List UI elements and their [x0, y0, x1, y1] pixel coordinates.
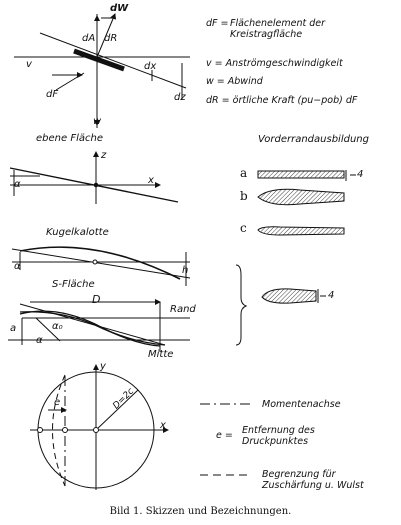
label-alpha: α: [14, 179, 21, 190]
s-profile-upper: [19, 311, 166, 346]
label-y: y: [100, 361, 106, 372]
kugelkalotte-figure: [11, 246, 191, 286]
vorderrand-dim: 4: [357, 169, 364, 180]
origin-dot: [93, 182, 99, 188]
label-e: e: [54, 397, 61, 408]
label-dR: dR: [104, 33, 118, 44]
legend-e-symbol: e =: [216, 430, 233, 441]
vorderrand-c: c: [240, 221, 247, 235]
label-mitte: Mitte: [148, 349, 174, 360]
label-alpha-s: α: [36, 335, 43, 346]
label-rand: Rand: [170, 304, 196, 315]
label-x-circle: x: [160, 420, 166, 431]
label-dz: dz: [174, 92, 186, 103]
profile-a: [257, 170, 345, 179]
label-dx: dx: [144, 61, 157, 72]
legend-begrenzung-2: Zuschärfung u. Wulst: [262, 480, 364, 491]
label-x: x: [148, 175, 154, 186]
s-profile-lower: [19, 310, 161, 347]
vorderrand-profiles: [257, 170, 356, 236]
label-alpha0: α₀: [52, 321, 63, 332]
legend-lines: [200, 403, 252, 476]
point-left: [37, 427, 43, 433]
inclined-chord: [11, 248, 191, 279]
vorderrand-b: b: [240, 189, 248, 203]
legend-w-def: w = Abwind: [206, 76, 263, 87]
label-z: z: [101, 150, 107, 161]
plate-element: [73, 48, 125, 72]
legend-v-def: v = Anströmgeschwindigkeit: [206, 58, 343, 69]
wulst-dim: 4: [328, 290, 335, 301]
label-dW: dW: [110, 3, 129, 14]
profile-b: [257, 188, 345, 206]
brace: [235, 264, 248, 346]
s-flaeche-figure: [8, 299, 190, 352]
vorderrand-a: a: [240, 166, 248, 180]
label-w: w: [93, 116, 102, 127]
label-h: h: [182, 265, 189, 276]
radius-line: [95, 389, 139, 431]
wulst-profile: [261, 288, 317, 304]
label-dA: dA: [82, 33, 96, 44]
center-point: [93, 427, 99, 433]
label-a: a: [10, 323, 17, 334]
point-mid: [62, 427, 68, 433]
legend-e-def-2: Druckpunktes: [242, 436, 309, 447]
camber-arc: [19, 246, 181, 280]
dF-leader: [55, 72, 85, 91]
wulst-group: [235, 264, 326, 346]
legend-dR-def: dR = örtliche Kraft (pu−pob) dF: [206, 95, 358, 106]
dR-arrow: [96, 13, 116, 58]
label-D: D: [92, 293, 101, 306]
heading-s-flaeche: S-Fläche: [52, 279, 95, 290]
label-dF: dF: [46, 89, 59, 100]
heading-ebene-flaeche: ebene Fläche: [36, 133, 103, 144]
heading-kugelkalotte: Kugelkalotte: [46, 227, 109, 238]
label-v: v: [26, 59, 32, 70]
ebene-flaeche-figure: [9, 151, 179, 204]
legend-begrenzung-1: Begrenzung für: [262, 469, 336, 480]
legend-e-def-1: Entfernung des: [242, 425, 315, 436]
circle-planform-figure: [30, 364, 169, 490]
legend-momentenachse: Momentenachse: [262, 399, 341, 410]
center-dot: [92, 259, 98, 265]
legend-dF-def-1: Flächenelement der: [230, 18, 326, 29]
begrenzung-arc: [52, 374, 66, 487]
figure-caption: Bild 1. Skizzen und Bezeichnungen.: [109, 506, 292, 517]
profile-c: [257, 226, 345, 236]
legend-dF-symbol: dF =: [206, 18, 229, 29]
heading-vorderrand: Vorderrandausbildung: [258, 134, 369, 145]
label-alpha-kk: α: [14, 261, 21, 272]
plate-inclination-line: [39, 32, 187, 89]
alpha-leader: [35, 317, 61, 342]
force-element-figure: [14, 13, 190, 128]
legend-dF-def-2: Kreistragfläche: [230, 29, 303, 40]
